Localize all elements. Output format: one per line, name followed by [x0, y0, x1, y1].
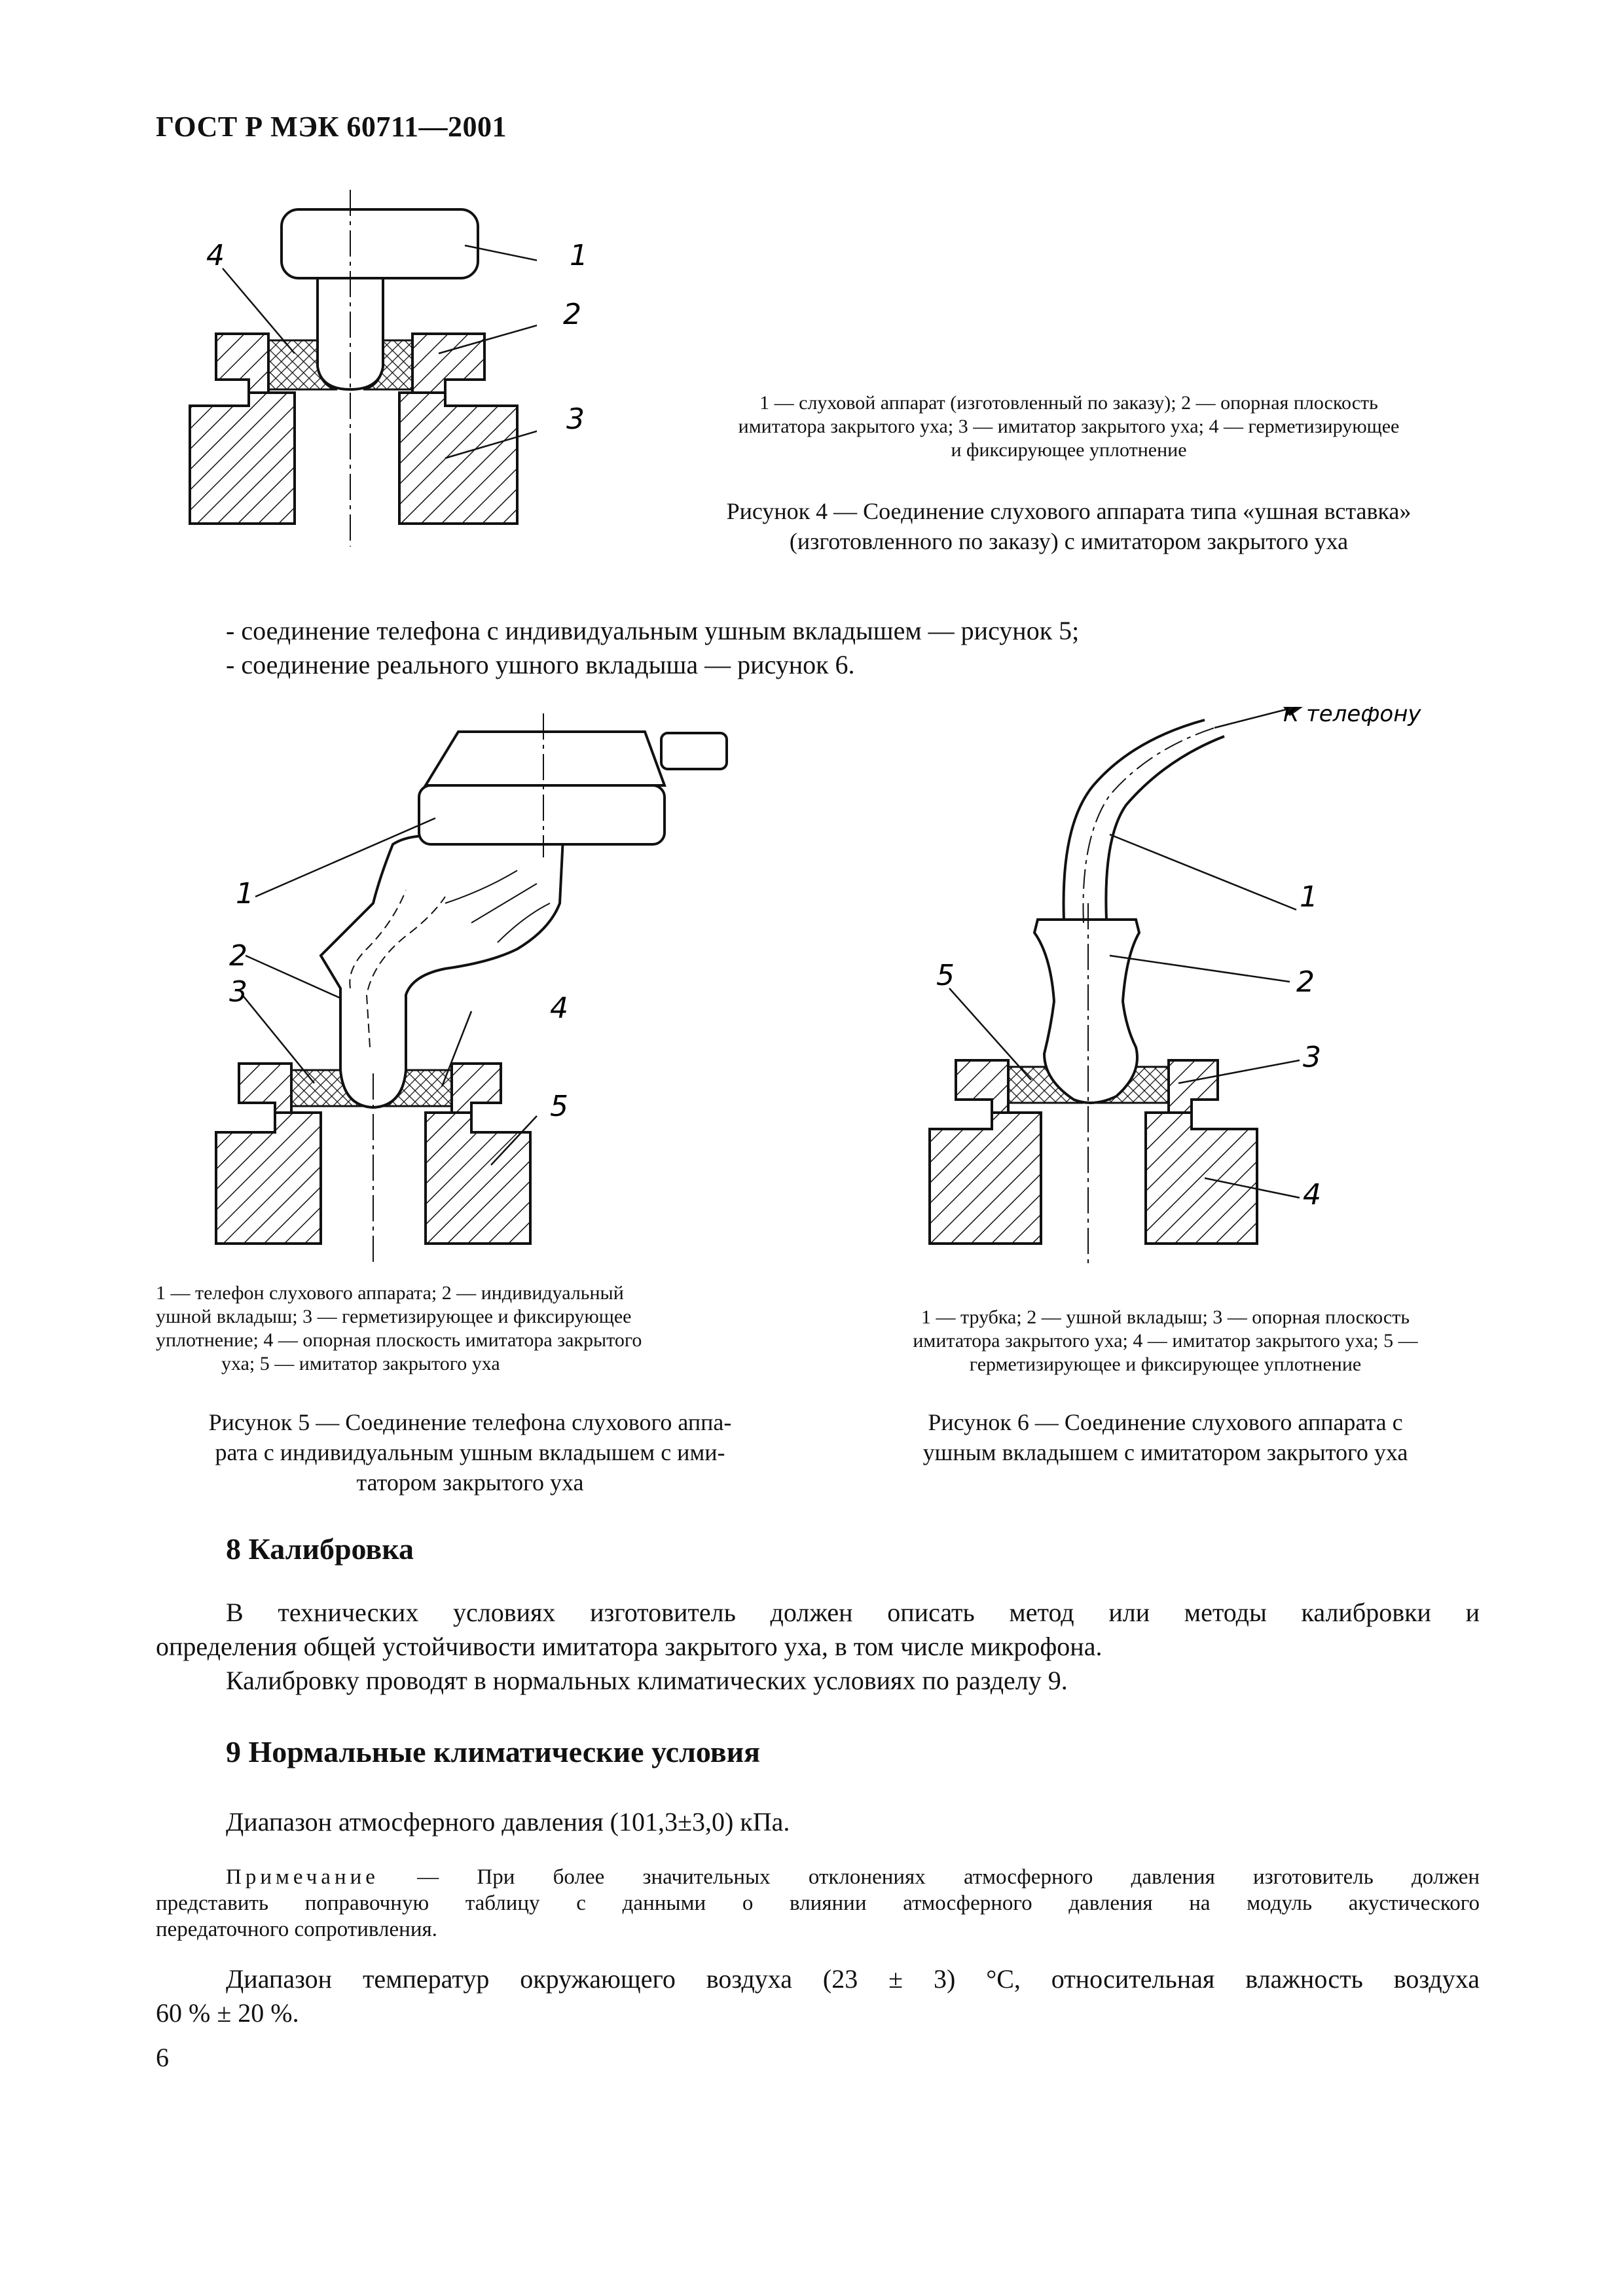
figure6-drawing: [928, 707, 1303, 1263]
section9-note: Примечание — При более значительных откл…: [156, 1864, 1480, 1943]
pressure-range: Диапазон атмосферного давления (101,3±3,…: [226, 1807, 790, 1837]
note-first-line: Примечание — При более значительных откл…: [156, 1864, 1480, 1890]
list-item: - соединение реального ушного вкладыша —…: [226, 650, 855, 679]
fig6-label-4: 4: [1303, 1178, 1321, 1211]
figure6-caption: Рисунок 6 — Соединение слухового аппарат…: [851, 1407, 1480, 1467]
fig5-plate-left: [238, 1062, 293, 1114]
fig4-aid-head: [280, 208, 479, 279]
figure6-labels: К телефону 1 2 3 4 5: [936, 707, 1421, 1211]
document-header: ГОСТ Р МЭК 60711—2001: [156, 111, 507, 143]
fig5-caption-line: Рисунок 5 — Соединение телефона слуховог…: [208, 1409, 732, 1435]
temperature-line: Диапазон температур окружающего воздуха …: [226, 1964, 1480, 1994]
fig6-label-1: 1: [1300, 880, 1318, 914]
fig5-phone-connector: [660, 732, 728, 770]
fig6-plate-left: [955, 1059, 1010, 1114]
note-label: Примечание: [226, 1865, 379, 1889]
figure4-labels: 1 2 3 4: [206, 239, 588, 436]
fig5-phone-top: [423, 730, 666, 787]
fig4-label-3: 3: [566, 403, 585, 436]
fig5-label-3: 3: [229, 975, 247, 1009]
fig6-legend-line: имитатора закрытого уха; 4 — имитатор за…: [913, 1330, 1418, 1352]
figure6-legend: 1 — трубка; 2 — ушной вкладыш; 3 — опорн…: [851, 1306, 1480, 1376]
fig6-plate-right: [1167, 1059, 1219, 1114]
temperature-range: Диапазон температур окружающего воздуха …: [156, 1962, 1480, 2030]
fig4-plate-right: [411, 332, 486, 394]
figure5-legend: 1 — телефон слухового аппарата; 2 — инди…: [156, 1282, 784, 1376]
section9-title: 9 Нормальные климатические условия: [226, 1735, 760, 1768]
fig5-legend-line: ушной вкладыш; 3 — герметизирующее и фик…: [156, 1306, 632, 1327]
figure5-labels: 1 2 3 4 5: [229, 877, 568, 1123]
fig6-label-5: 5: [936, 959, 955, 992]
section8-line: В технических условиях изготовитель долж…: [226, 1598, 1480, 1627]
fig5-label-1: 1: [236, 877, 254, 910]
fig4-plate-left: [215, 332, 270, 394]
figure4-legend: 1 — слуховой аппарат (изготовленный по з…: [655, 391, 1483, 462]
fig5-caption-line: татором закрытого уха: [356, 1469, 584, 1496]
list-item: - соединение телефона с индивидуальным у…: [226, 616, 1080, 645]
temperature-line: 60 % ± 20 %.: [156, 1998, 299, 2028]
page-number: 6: [156, 2043, 169, 2072]
connection-list: - соединение телефона с индивидуальным у…: [226, 614, 1470, 682]
fig4-legend-line: 1 — слуховой аппарат (изготовленный по з…: [759, 392, 1378, 414]
fig4-label-4: 4: [206, 239, 225, 272]
fig6-label-2: 2: [1296, 965, 1315, 999]
fig4-caption-line: (изготовленного по заказу) с имитатором …: [789, 528, 1349, 554]
fig6-tube: [1062, 719, 1225, 920]
fig6-legend-line: герметизирующее и фиксирующее уплотнение: [969, 1354, 1362, 1375]
fig5-label-5: 5: [550, 1090, 568, 1123]
fig5-label-2: 2: [229, 939, 247, 973]
fig4-legend-line: имитатора закрытого уха; 3 — имитатор за…: [738, 416, 1400, 437]
figure4-drawing: [189, 190, 537, 547]
fig5-label-4: 4: [550, 992, 568, 1025]
note-line: представить поправочную таблицу с данным…: [156, 1892, 1480, 1915]
fig4-label-1: 1: [570, 239, 588, 272]
fig5-legend-line: 1 — телефон слухового аппарата; 2 — инди…: [156, 1282, 624, 1304]
note-line: — При более значительных отклонениях атм…: [417, 1865, 1480, 1889]
figure4-caption: Рисунок 4 — Соединение слухового аппарат…: [655, 496, 1483, 556]
fig6-caption-line: ушным вкладышем с имитатором закрытого у…: [922, 1439, 1408, 1465]
figure5-caption: Рисунок 5 — Соединение телефона слуховог…: [156, 1407, 784, 1498]
section8-paragraph1: В технических условиях изготовитель долж…: [156, 1596, 1480, 1664]
fig5-legend-line: уплотнение; 4 — опорная плоскость имитат…: [156, 1329, 642, 1351]
figure5-drawing: [215, 713, 728, 1263]
note-line: передаточного сопротивления.: [156, 1918, 437, 1941]
fig6-ear-insert: [1032, 918, 1141, 1104]
fig6-to-phone-label: К телефону: [1283, 707, 1421, 727]
fig6-legend-line: 1 — трубка; 2 — ушной вкладыш; 3 — опорн…: [921, 1306, 1410, 1328]
fig6-caption-line: Рисунок 6 — Соединение слухового аппарат…: [928, 1409, 1403, 1435]
section8-paragraph2: Калибровку проводят в нормальных климати…: [226, 1666, 1068, 1695]
fig4-legend-line: и фиксирующее уплотнение: [951, 439, 1187, 461]
fig5-legend-line: уха; 5 — имитатор закрытого уха: [221, 1353, 500, 1374]
section8-line: определения общей устойчивости имитатора…: [156, 1632, 1103, 1661]
fig5-plate-right: [450, 1062, 502, 1114]
fig4-label-2: 2: [563, 298, 581, 331]
fig6-label-3: 3: [1303, 1041, 1321, 1074]
section8-title: 8 Калибровка: [226, 1532, 414, 1566]
fig4-caption-line: Рисунок 4 — Соединение слухового аппарат…: [726, 498, 1412, 524]
fig5-caption-line: рата с индивидуальным ушным вкладышем с …: [215, 1439, 725, 1465]
